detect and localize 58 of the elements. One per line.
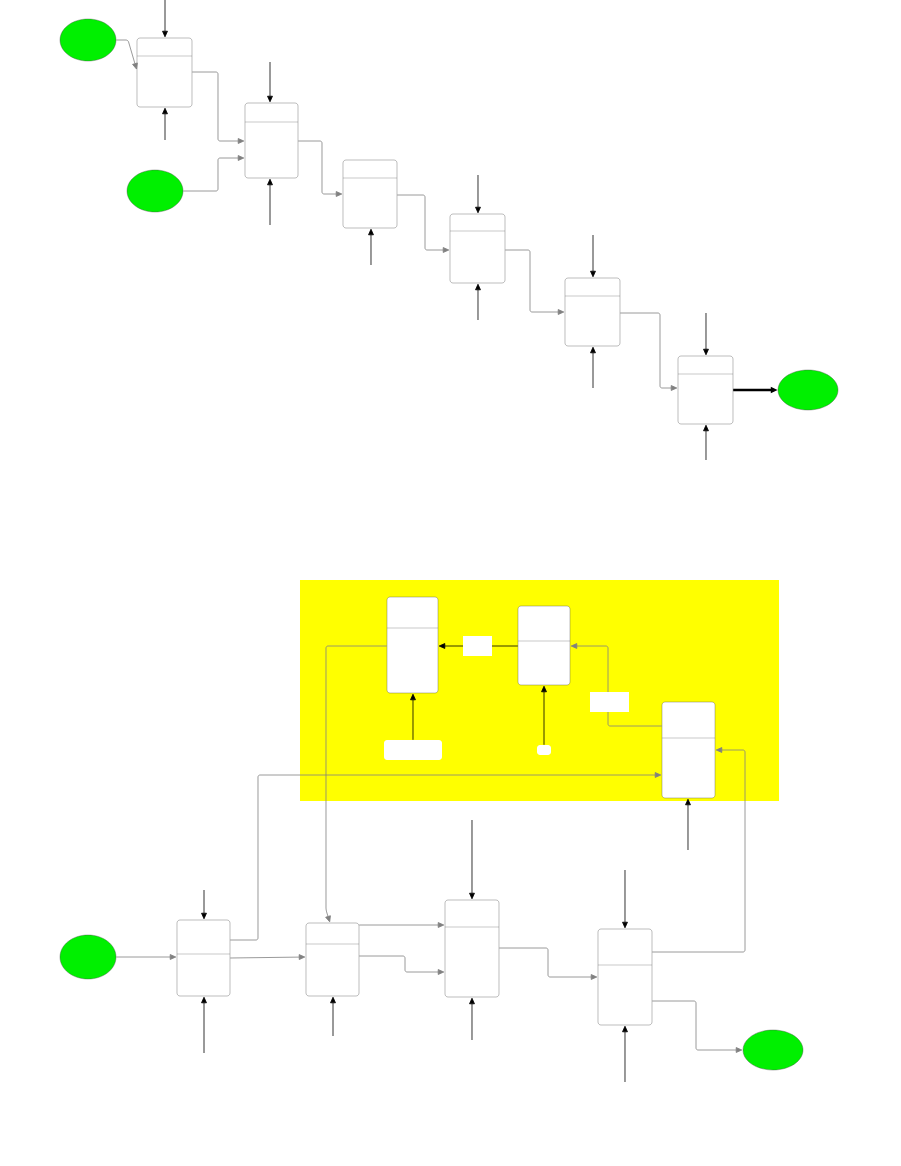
process-box	[677, 355, 734, 425]
process-box	[597, 928, 653, 1026]
arrow	[162, 0, 168, 38]
arrow	[358, 955, 445, 975]
arrow	[267, 61, 273, 103]
arrow	[325, 645, 388, 923]
ellipse-node	[777, 369, 839, 411]
arrow	[475, 283, 481, 321]
arrow	[297, 140, 343, 197]
process-box	[305, 922, 360, 997]
ellipse-node	[742, 1029, 804, 1071]
process-box	[517, 605, 571, 686]
process-box	[136, 37, 193, 108]
arrow	[229, 954, 306, 960]
arrow	[703, 312, 709, 356]
arrow	[396, 194, 450, 253]
ellipse-node	[59, 18, 117, 62]
arrow	[182, 155, 245, 192]
label-patch	[537, 745, 551, 755]
arrow	[115, 954, 177, 960]
arrow	[410, 693, 416, 741]
process-box	[661, 701, 716, 799]
arrow	[703, 424, 709, 461]
arrow	[115, 39, 138, 70]
process-box	[449, 213, 506, 284]
arrow	[201, 889, 207, 920]
arrow	[541, 685, 547, 746]
arrow	[619, 312, 678, 391]
ellipse-node	[126, 169, 184, 213]
arrow	[201, 996, 207, 1054]
arrow	[330, 996, 336, 1037]
arrow	[504, 249, 565, 315]
arrow	[570, 643, 663, 727]
process-box	[386, 596, 439, 694]
arrow	[469, 819, 475, 900]
arrow	[267, 178, 273, 226]
arrow	[368, 228, 374, 266]
arrow	[469, 997, 475, 1041]
ellipse-node	[59, 934, 117, 980]
arrow	[475, 174, 481, 214]
process-box	[342, 159, 398, 229]
arrow	[622, 1025, 628, 1083]
label-patch	[384, 740, 442, 760]
arrow	[651, 747, 746, 953]
process-box	[244, 102, 299, 179]
process-box	[176, 919, 231, 997]
arrow	[590, 346, 596, 389]
arrow	[590, 234, 596, 278]
arrow	[162, 107, 168, 141]
arrow	[358, 922, 445, 928]
arrow	[498, 947, 598, 980]
arrow	[685, 798, 691, 851]
arrow	[191, 71, 245, 144]
arrow	[622, 869, 628, 929]
arrow	[229, 772, 662, 941]
process-box	[564, 277, 621, 347]
arrow	[651, 1000, 743, 1053]
process-box	[444, 899, 500, 998]
